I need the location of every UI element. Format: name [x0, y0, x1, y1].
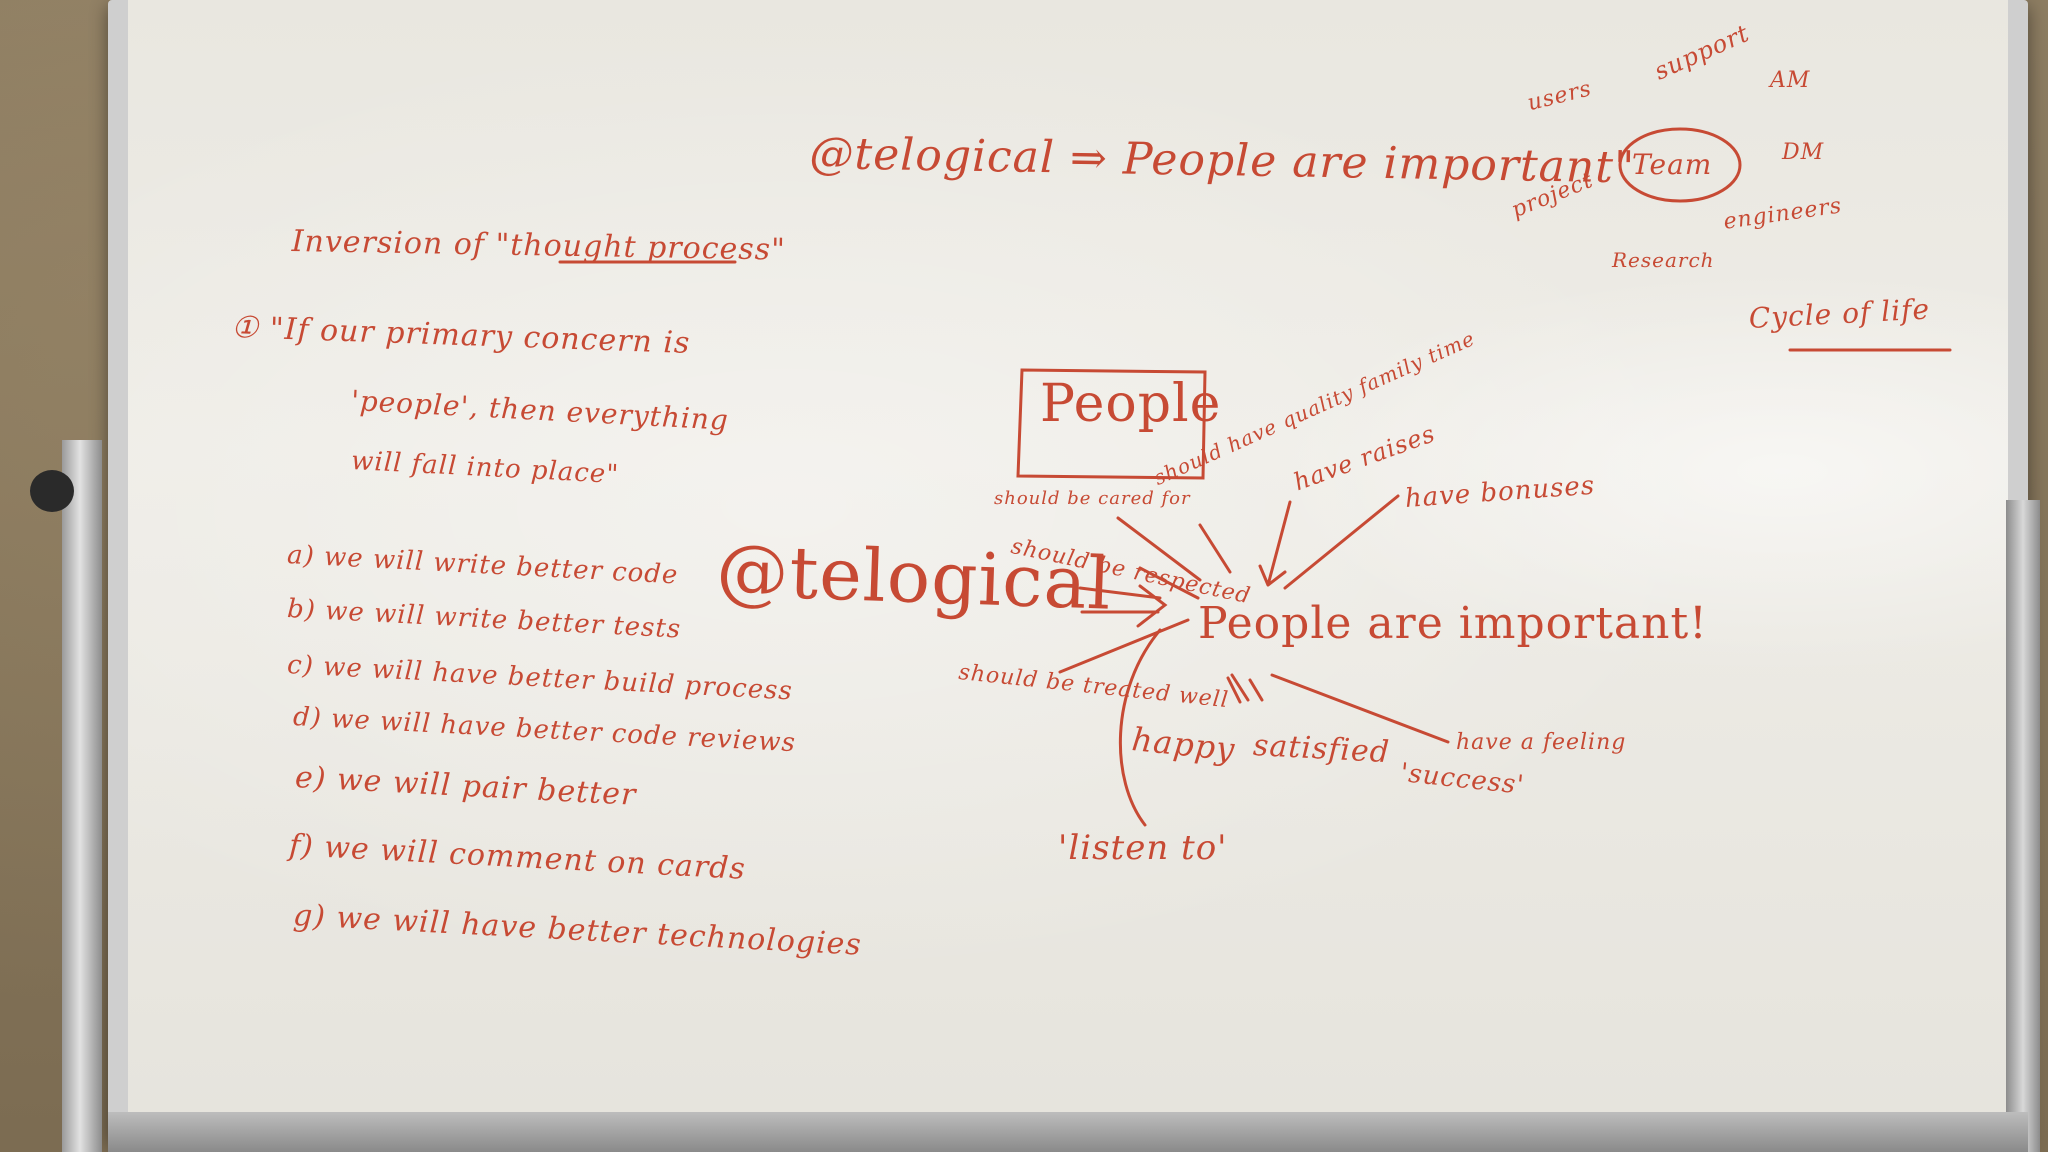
spoke-family-time: [1198, 523, 1232, 574]
spoke-happy: [1226, 676, 1242, 704]
spoke-treated-well: [1058, 618, 1190, 674]
stand-knob: [30, 470, 74, 512]
marker-tray: [108, 1112, 2028, 1152]
spoke-label-satisfied: satisfied: [1252, 728, 1391, 771]
spoke-bonuses: [1283, 494, 1400, 590]
team-circle: [1618, 127, 1742, 203]
spoke-respected: [1138, 566, 1200, 600]
spoke-label-listen-to: 'listen to': [1058, 828, 1228, 868]
spoke-listen: [1118, 628, 1162, 827]
note-research: Research: [1612, 248, 1715, 272]
diagram-center: People are important!: [1198, 598, 1708, 649]
main-arrow: [1078, 584, 1168, 628]
note-dm: DM: [1782, 140, 1825, 165]
note-am: AM: [1770, 68, 1811, 93]
note-team: Team: [1632, 148, 1713, 181]
people-box-label: People: [1040, 374, 1222, 434]
spoke-cared-for: [1116, 516, 1202, 582]
stand-left: [62, 440, 102, 1152]
spoke-label-cared-for: should be cared for: [994, 488, 1191, 509]
spoke-raises: [1258, 500, 1292, 587]
stand-right: [2006, 500, 2040, 1152]
spoke-label-feeling: have a feeling: [1456, 730, 1627, 755]
people-box-outline: [1016, 368, 1207, 480]
spoke-satisfied: [1230, 673, 1264, 702]
whiteboard: [128, 0, 2008, 1122]
spoke-feeling: [1270, 673, 1450, 744]
